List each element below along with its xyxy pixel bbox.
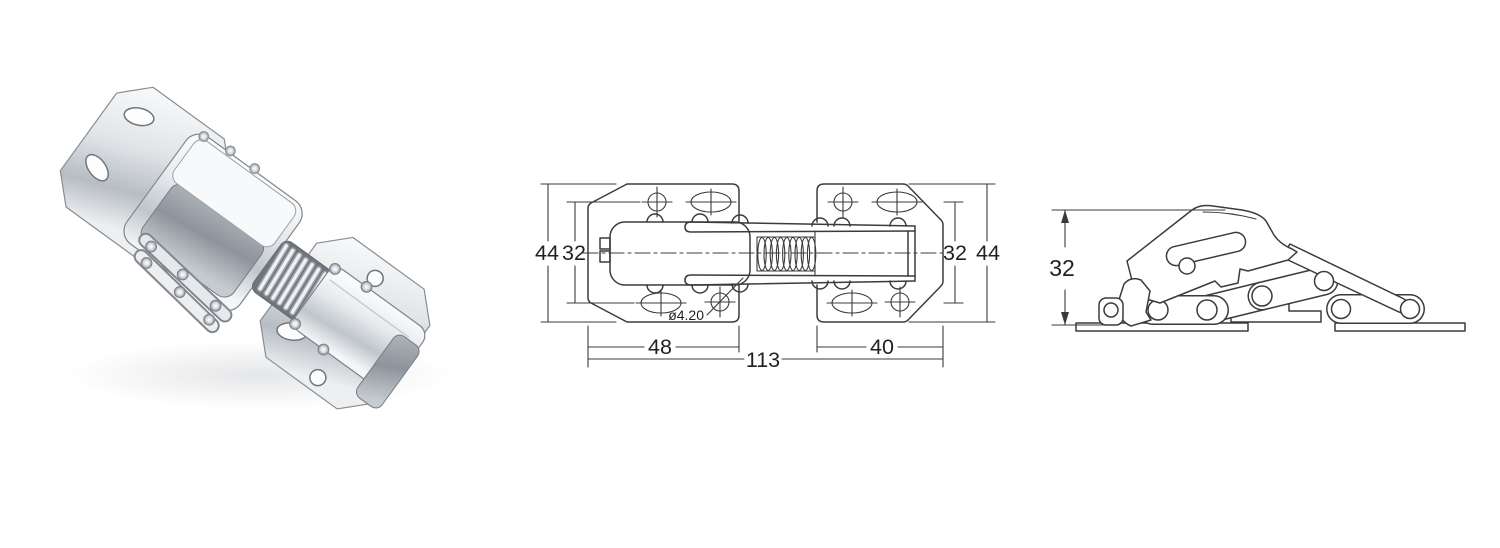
pivot-pin — [1103, 302, 1119, 318]
dim-overall: 113 — [746, 348, 780, 372]
top-view-drawing: 44 32 32 44 48 40 113 ø4.20 — [535, 183, 1000, 372]
right-plate — [816, 183, 944, 323]
side-view-drawing: 32 — [1049, 204, 1466, 332]
pivot-pins — [1147, 270, 1421, 321]
knuckles-bottom — [646, 280, 907, 294]
screw-slot — [85, 153, 109, 182]
screw-hole — [309, 368, 327, 387]
knuckles-top — [646, 213, 907, 227]
dim-left-outer: 44 — [535, 241, 559, 265]
arm — [646, 213, 916, 294]
leader-line — [706, 277, 744, 316]
dim-height: 32 — [1049, 255, 1075, 281]
spring — [756, 230, 817, 277]
dimensions: 44 32 32 44 48 40 113 ø4.20 — [535, 183, 1000, 372]
cup — [599, 221, 751, 286]
hinge-body — [59, 86, 431, 410]
height-dimension: 32 — [1049, 209, 1226, 326]
dim-right-plate: 40 — [870, 335, 894, 359]
hole-diameter-label: ø4.20 — [668, 307, 704, 323]
wing-fold-line — [1202, 211, 1257, 220]
screw-slot — [123, 107, 155, 127]
hinge-wing — [1126, 204, 1298, 304]
left-plate — [587, 183, 740, 323]
hinge-arm — [289, 263, 426, 409]
dim-left-plate: 48 — [648, 335, 672, 359]
dim-right-inner: 32 — [943, 241, 967, 265]
dim-right-outer: 44 — [976, 241, 1000, 265]
product-photo — [59, 86, 455, 410]
link-arms — [133, 232, 233, 334]
dim-left-inner: 32 — [562, 241, 586, 265]
pivot-pin — [1178, 257, 1196, 275]
